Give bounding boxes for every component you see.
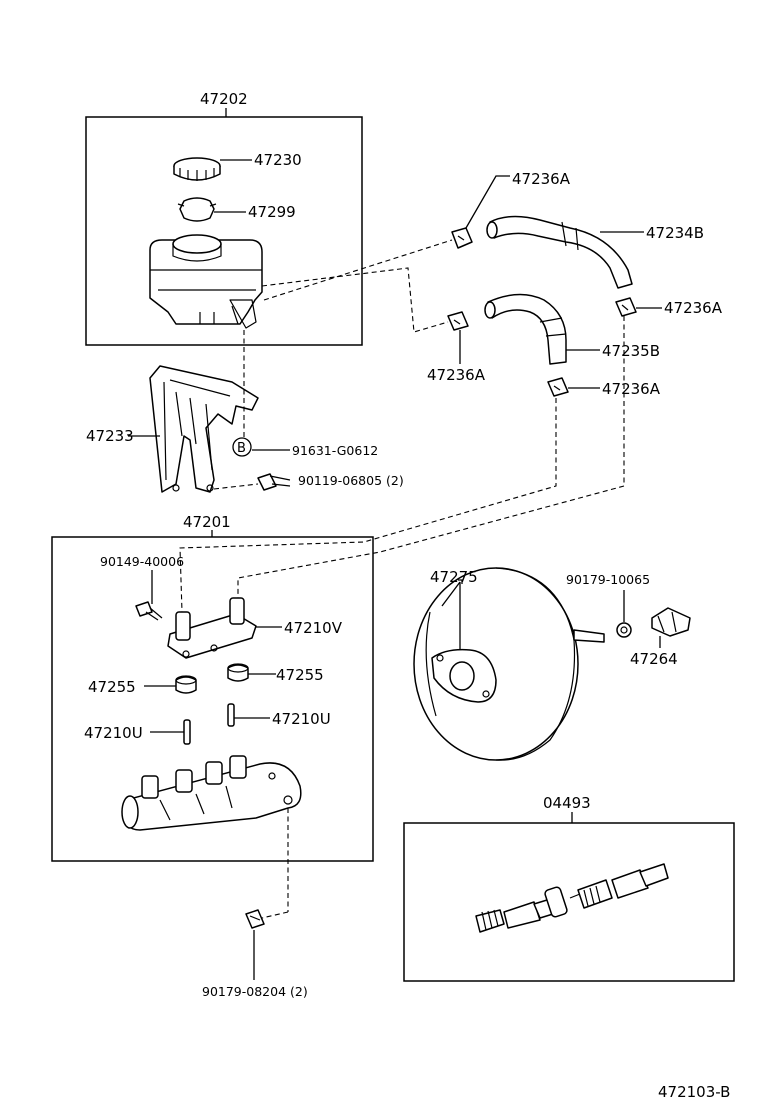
hose-clip-upper: [451, 227, 473, 249]
label-booster: 47275: [430, 568, 478, 586]
bracket-bolt: [257, 473, 291, 491]
screw: [135, 601, 163, 621]
label-grommet-right: 47255: [276, 666, 324, 684]
label-bracket: 47233: [86, 427, 134, 445]
label-grommet-left: 47255: [88, 678, 136, 696]
label-repair-kit: 04493: [543, 794, 591, 812]
piston-kit: [475, 863, 669, 933]
label-clip-left: 47236A: [427, 366, 486, 384]
bracket: [149, 365, 259, 493]
label-clip-lower: 47236A: [602, 380, 661, 398]
label-clevis: 47264: [630, 650, 678, 668]
reservoir-strainer: [177, 197, 217, 222]
label-pin-right: 47210U: [272, 710, 331, 728]
booster-nut: [616, 622, 632, 638]
grommet-right: [227, 663, 249, 682]
hose-lower: [484, 293, 567, 365]
label-master-cylinder-assembly: 47201: [183, 513, 231, 531]
label-bolt-b-marker: B: [237, 441, 246, 456]
label-pin-left: 47210U: [84, 724, 143, 742]
master-cylinder: [121, 755, 302, 831]
label-reservoir-assembly: 47202: [200, 90, 248, 108]
reservoir-cap: [173, 157, 221, 181]
reservoir-union: [167, 597, 257, 659]
label-clip-upper: 47236A: [512, 170, 571, 188]
hose-clip-right: [615, 297, 637, 317]
reservoir-tank: [149, 234, 263, 329]
pin-right: [227, 703, 235, 727]
label-cap: 47230: [254, 151, 302, 169]
label-bolt-b: 91631-G0612: [292, 443, 378, 458]
label-clip-right: 47236A: [664, 299, 723, 317]
label-hose-upper: 47234B: [646, 224, 704, 242]
brake-booster: [413, 567, 605, 761]
label-union: 47210V: [284, 619, 343, 637]
label-master-cylinder-nut: 90179-08204 (2): [202, 984, 308, 999]
label-strainer: 47299: [248, 203, 296, 221]
hose-upper: [486, 215, 633, 289]
diagram-code: 472103-B: [658, 1083, 730, 1101]
hose-clip-left: [447, 311, 469, 331]
bolt-b-marker: [232, 437, 252, 457]
label-bracket-bolt: 90119-06805 (2): [298, 473, 404, 488]
label-booster-nut: 90179-10065: [566, 572, 650, 587]
repair-kit-frame: [403, 822, 735, 982]
clevis: [651, 607, 691, 637]
hose-clip-lower: [547, 377, 569, 397]
pin-left: [183, 719, 191, 745]
reservoir-assembly-frame: [85, 116, 363, 346]
grommet-left: [175, 675, 197, 694]
label-screw: 90149-40006: [100, 554, 184, 569]
master-cylinder-nut: [245, 909, 265, 929]
label-hose-lower: 47235B: [602, 342, 660, 360]
